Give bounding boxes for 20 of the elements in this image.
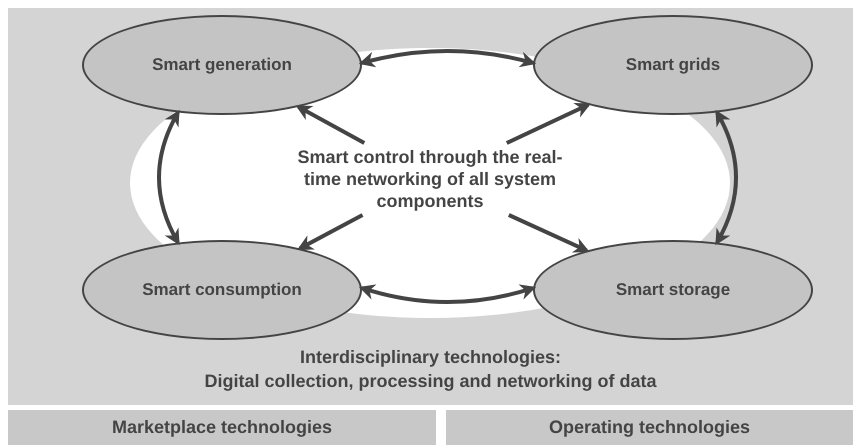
node-text: Digital collection, processing and networking of data [204,370,657,393]
double-arrow [296,105,366,145]
node-text: Interdisciplinary technologies: [300,346,562,369]
node-text: Smart grids [626,54,720,76]
technology-panel [8,8,853,405]
double-arrow [358,49,536,68]
technology-bar [8,410,436,445]
double-arrow [715,110,738,246]
double-arrow [506,102,592,145]
double-arrow [297,213,364,250]
node-text: Marketplace technologies [112,416,332,439]
node-text: Smart storage [616,279,730,301]
technology-bar [446,410,853,445]
node-text: Smart consumption [142,279,302,301]
double-arrow [157,110,180,246]
node-text: Operating technologies [548,416,750,439]
double-arrow [508,213,590,253]
node-text: Smart control through the real-time networking of all system components [296,146,564,212]
node-text: Smart generation [152,54,292,76]
double-arrow [358,284,536,304]
